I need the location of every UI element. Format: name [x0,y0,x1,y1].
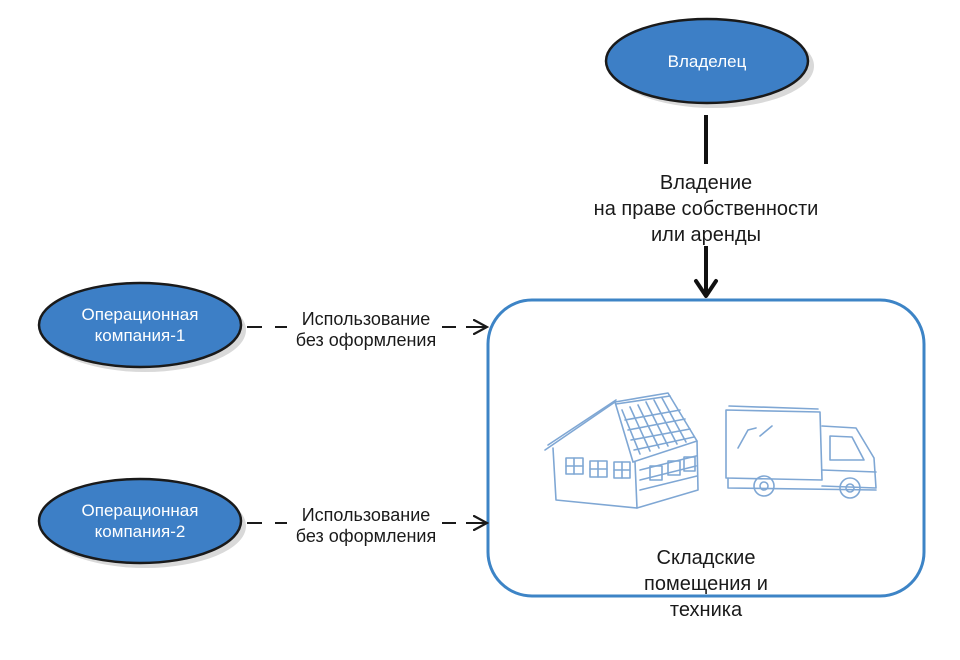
owner-node [604,17,810,105]
use1-label-line2: без оформления [295,330,437,350]
warehouse-caption-line1: Складские [656,547,756,569]
house-sketch-icon [544,392,699,509]
use2-edge-label: Использование без оформления [284,505,448,547]
op2-label-line2: компания-2 [94,522,186,541]
ownership-label-line2: на праве собственности [593,198,819,220]
use2-label-line1: Использование [301,505,431,525]
ownership-label-line3: или аренды [650,224,762,246]
use1-edge-label: Использование без оформления [284,309,448,351]
owner-node-label: Владелец [607,40,807,82]
truck-sketch-icon [725,405,877,499]
op2-node-label: Операционная компания-2 [40,500,240,542]
ownership-label-line1: Владение [659,172,753,194]
owner-label-text: Владелец [667,51,747,71]
warehouse-caption-line3: техника [669,599,743,621]
op2-label-line1: Операционная [81,501,199,520]
op2-node [37,477,243,565]
op1-label-line1: Операционная [81,305,199,324]
op1-node [37,281,243,369]
use1-label-line1: Использование [301,309,431,329]
op1-label-line2: компания-1 [94,326,186,345]
op1-node-label: Операционная компания-1 [40,304,240,346]
use2-label-line2: без оформления [295,526,437,546]
warehouse-box [486,298,926,598]
warehouse-caption: Складские помещения и техника [586,545,826,623]
ownership-arrowhead [694,279,718,298]
ownership-edge-label: Владение на праве собственности или арен… [546,170,866,248]
warehouse-caption-line2: помещения и [644,573,768,595]
